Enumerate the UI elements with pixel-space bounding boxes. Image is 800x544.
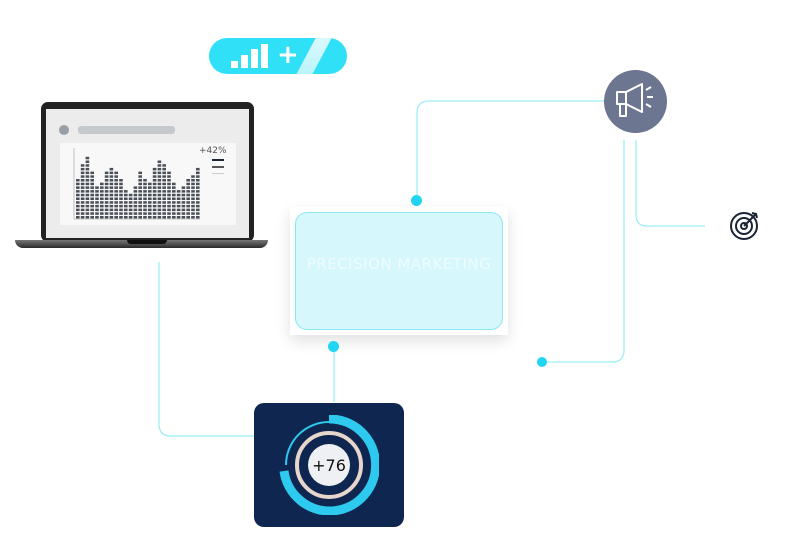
target-arrow-icon bbox=[730, 212, 758, 240]
laptop-base bbox=[15, 240, 268, 248]
bar bbox=[157, 160, 162, 219]
bar bbox=[181, 186, 186, 219]
bar bbox=[167, 171, 171, 219]
card-label: PRECISION MARKETING bbox=[306, 255, 492, 273]
legend-line bbox=[212, 159, 224, 161]
score-value: +76 bbox=[312, 456, 346, 475]
bar bbox=[133, 186, 138, 219]
bar bbox=[76, 179, 80, 219]
bar bbox=[109, 167, 114, 219]
bar bbox=[172, 182, 176, 219]
bar bbox=[152, 167, 157, 219]
bar bbox=[104, 171, 109, 219]
bar bbox=[124, 190, 128, 219]
signal-bars-icon bbox=[231, 44, 268, 68]
bar-chart bbox=[73, 148, 200, 220]
bar bbox=[143, 179, 147, 219]
bar bbox=[138, 171, 142, 219]
title-placeholder bbox=[78, 126, 175, 134]
bar bbox=[162, 164, 166, 219]
plus-sign: + bbox=[277, 40, 299, 70]
bar bbox=[119, 179, 123, 219]
laptop-notch bbox=[127, 240, 167, 244]
bar bbox=[191, 175, 195, 219]
bar bbox=[100, 182, 104, 219]
growth-badge: + bbox=[209, 38, 347, 74]
bar bbox=[114, 171, 118, 219]
bar bbox=[176, 190, 181, 219]
bar bbox=[80, 164, 85, 219]
bar bbox=[186, 179, 190, 219]
bar bbox=[90, 171, 94, 219]
bar bbox=[85, 156, 90, 219]
avatar bbox=[59, 125, 69, 135]
legend-line bbox=[212, 166, 224, 168]
bar bbox=[128, 193, 133, 219]
connector-dot bbox=[328, 341, 339, 352]
bar bbox=[148, 182, 152, 219]
score-card: +76 bbox=[254, 403, 404, 527]
growth-label: +42% bbox=[199, 146, 227, 156]
bar bbox=[196, 167, 200, 219]
legend-line bbox=[212, 173, 224, 174]
precision-marketing-card: PRECISION MARKETING bbox=[290, 207, 508, 335]
megaphone-icon bbox=[616, 83, 653, 117]
connector-dot bbox=[411, 195, 422, 206]
bar bbox=[95, 186, 99, 219]
megaphone-badge bbox=[604, 70, 667, 133]
connector-dot bbox=[537, 357, 547, 367]
ring-gauge bbox=[279, 415, 379, 515]
